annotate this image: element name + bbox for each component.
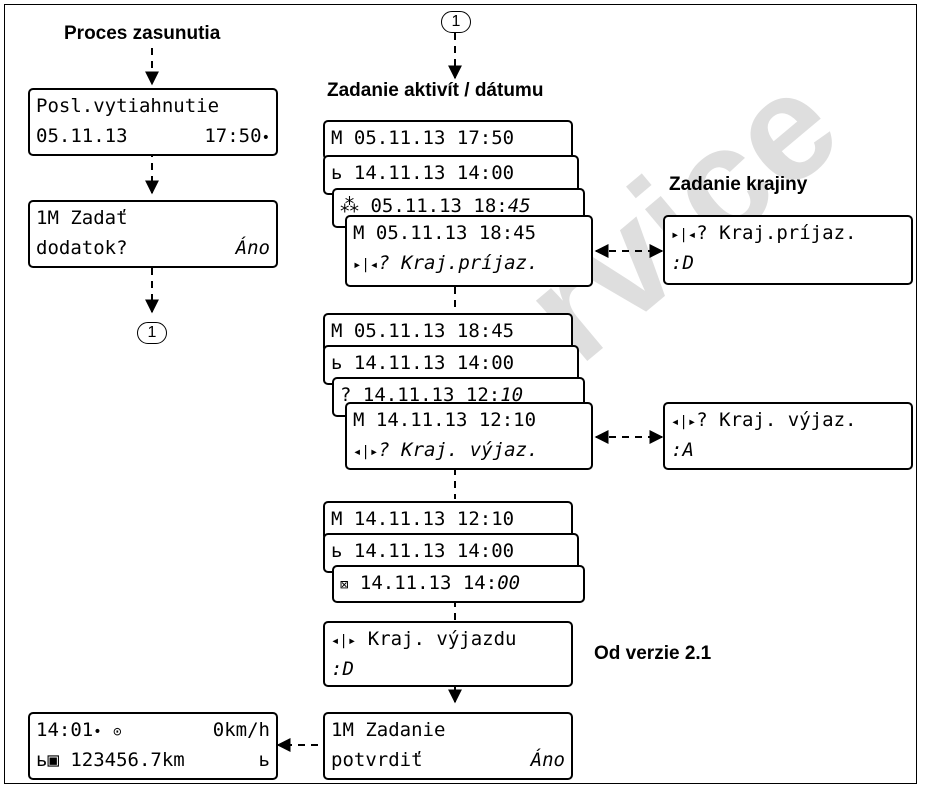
screen-text: M 14.11.13 12:10: [353, 409, 537, 431]
screen-text: dodatok?: [36, 237, 128, 259]
prompt: ? Kraj. výjaz.: [696, 409, 857, 431]
screen-standard-display: 14:01• ⊙ 0km/h ь▣ 123456.7km ь: [28, 712, 278, 780]
heading-version-note: Od verzie 2.1: [594, 643, 712, 664]
date: 14.11.13: [353, 508, 446, 530]
speed: 0km/h: [212, 719, 270, 741]
connector-marker-bottom: 1: [137, 322, 167, 344]
prompt: ? Kraj.príjaz.: [696, 222, 857, 244]
time-edit: 10: [500, 384, 524, 406]
answer-yes: Áno: [530, 749, 565, 771]
time: 14:: [462, 572, 498, 594]
dot-icon: •: [93, 724, 102, 740]
date: 05.11.13: [370, 195, 462, 217]
prompt: ? Kraj.príjaz.: [378, 252, 539, 274]
date: 14.11.13: [353, 352, 446, 374]
begin-country-icon: ▸|◂: [671, 227, 697, 243]
date: 05.11.13: [353, 127, 446, 149]
screen-text: Kraj. výjazdu: [367, 628, 517, 650]
time: 18:45: [456, 320, 515, 342]
screen-text: M 05.11.13 18:45: [353, 222, 537, 244]
time: 12:10: [456, 508, 515, 530]
screen-stack1-c: ⁂ 05.11.13 18:45: [332, 188, 585, 228]
connector-marker-top: 1: [441, 11, 471, 33]
screen-text: Posl.vytiahnutie: [36, 95, 220, 117]
diagram-frame: [4, 4, 917, 784]
time: 14:00: [456, 162, 515, 184]
clock-time: 14:01: [36, 719, 94, 741]
bed-icon: ь: [331, 162, 343, 184]
card-icon: M: [331, 127, 343, 149]
colon-icon: :: [671, 252, 683, 274]
date: 14.11.13: [353, 540, 446, 562]
time: 12:: [465, 384, 501, 406]
unknown-icon: ?: [340, 384, 352, 406]
begin-country-icon: ▸|◂: [353, 257, 379, 273]
end-country-icon: ◂|▸: [671, 414, 697, 430]
screen-stack3-c: ⊠ 14.11.13 14:00: [332, 565, 585, 603]
screen-confirm-entry: 1M Zadanie potvrdiť Áno: [323, 712, 573, 780]
dot-icon: •: [261, 130, 270, 146]
screen-country-end: ◂|▸? Kraj. výjaz. :A: [663, 402, 913, 470]
colon-icon: :: [671, 439, 683, 461]
rest-icon: ⁂: [340, 195, 359, 217]
screen-stack1-a: M 05.11.13 17:50: [323, 120, 573, 160]
prompt: ? Kraj. výjaz.: [378, 439, 539, 461]
date: 05.11.13: [353, 320, 446, 342]
date: 14.11.13: [359, 572, 452, 594]
card-icon: M: [331, 508, 343, 530]
rest-card-icon: ь▣: [36, 749, 59, 771]
time: 14:00: [456, 540, 515, 562]
country-value: A: [682, 439, 694, 461]
date: 14.11.13: [362, 384, 455, 406]
screen-text: potvrdiť: [331, 749, 423, 771]
screen-stack2-d: M 14.11.13 12:10 ◂|▸? Kraj. výjaz.: [345, 402, 593, 470]
screen-text: 1M Zadať: [36, 207, 128, 229]
screen-add-supplement: 1M Zadať dodatok? Áno: [28, 200, 278, 268]
bed-icon: ь: [258, 749, 270, 771]
end-country-icon: ◂|▸: [353, 444, 379, 460]
time: 14:00: [456, 352, 515, 374]
country-value: D: [682, 252, 694, 274]
time: 18:: [473, 195, 508, 217]
bed-icon: ь: [331, 352, 343, 374]
country-value: D: [342, 658, 354, 680]
withdrawal-date: 05.11.13: [36, 125, 128, 147]
odometer: 123456.7km: [70, 749, 185, 771]
time-edit: 45: [507, 195, 531, 217]
time-edit: 00: [497, 572, 521, 594]
time: 17:50: [456, 127, 515, 149]
screen-country-start: ▸|◂? Kraj.príjaz. :D: [663, 215, 913, 285]
heading-activity-entry: Zadanie aktivít / dátumu: [327, 80, 544, 101]
availability-icon: ⊠: [340, 577, 349, 593]
card-icon: M: [331, 320, 343, 342]
ferry-icon: ⊙: [113, 724, 122, 740]
screen-text: 1M Zadanie: [331, 719, 446, 741]
end-country-icon: ◂|▸: [331, 633, 357, 649]
withdrawal-time: 17:50: [204, 125, 262, 147]
screen-last-withdrawal: Posl.vytiahnutie 05.11.13 17:50•: [28, 88, 278, 156]
screen-stack1-d: M 05.11.13 18:45 ▸|◂? Kraj.príjaz.: [345, 215, 593, 287]
bed-icon: ь: [331, 540, 343, 562]
colon-icon: :: [331, 658, 343, 680]
screen-exit-country: ◂|▸ Kraj. výjazdu :D: [323, 621, 573, 687]
heading-country-entry: Zadanie krajiny: [669, 174, 808, 195]
heading-insert-process: Proces zasunutia: [64, 23, 221, 44]
answer-yes: Áno: [235, 237, 270, 259]
date: 14.11.13: [353, 162, 446, 184]
